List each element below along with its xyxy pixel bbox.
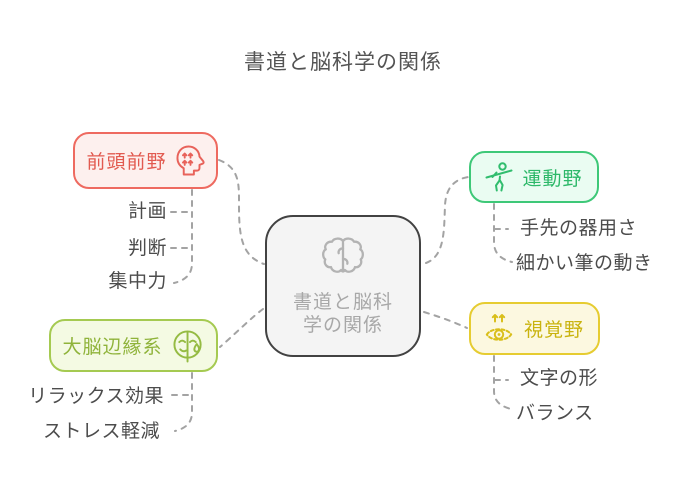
leaf-item-handan[interactable]: 判断 <box>127 238 167 259</box>
branch-prefrontal-label: 前頭前野 <box>86 152 167 173</box>
branch-line-limbic <box>174 372 193 432</box>
center-node-label: 書道と脳科学の関係 <box>292 292 393 336</box>
leaf-item-relax[interactable]: リラックス効果 <box>28 386 164 407</box>
branch-line-visual <box>493 355 512 410</box>
leaf-item-balance[interactable]: バランス <box>516 403 594 424</box>
branch-visual-label: 視覚野 <box>523 320 584 341</box>
head-with-up-arrows-icon <box>175 145 205 176</box>
leaf-item-shuchuryoku[interactable]: 集中力 <box>108 271 167 292</box>
branch-line-motor <box>493 203 513 263</box>
branch-limbic[interactable]: 大脳辺縁系 <box>49 319 218 372</box>
leaf-item-tesaki[interactable]: 手先の器用さ <box>520 218 638 239</box>
branch-limbic-label: 大脳辺縁系 <box>62 337 163 358</box>
person-activity-icon <box>485 162 513 192</box>
leaf-item-mojinokatachi[interactable]: 文字の形 <box>520 368 599 389</box>
branch-visual[interactable]: 視覚野 <box>469 302 600 355</box>
brain-icon <box>322 237 364 274</box>
link-center-limbic <box>219 308 264 348</box>
eye-with-up-arrows-icon <box>485 313 513 341</box>
center-node[interactable]: 書道と脳科学の関係 <box>265 215 421 357</box>
diagram-title: 書道と脳科学の関係 <box>244 51 442 74</box>
leaf-item-fudenougoki[interactable]: 細かい筆の動き <box>516 253 653 274</box>
branch-motor-label: 運動野 <box>522 168 583 190</box>
leaf-item-stress[interactable]: ストレス軽減 <box>42 421 160 442</box>
link-center-visual <box>423 311 468 329</box>
leaf-item-keikaku[interactable]: 計画 <box>127 201 167 222</box>
link-center-motor <box>425 176 469 264</box>
relaxed-face-with-droplet-icon <box>172 330 202 363</box>
branch-line-prefrontal <box>173 189 193 284</box>
branch-motor[interactable]: 運動野 <box>469 151 599 203</box>
branch-prefrontal[interactable]: 前頭前野 <box>73 132 218 189</box>
link-prefrontal-center <box>218 159 265 265</box>
